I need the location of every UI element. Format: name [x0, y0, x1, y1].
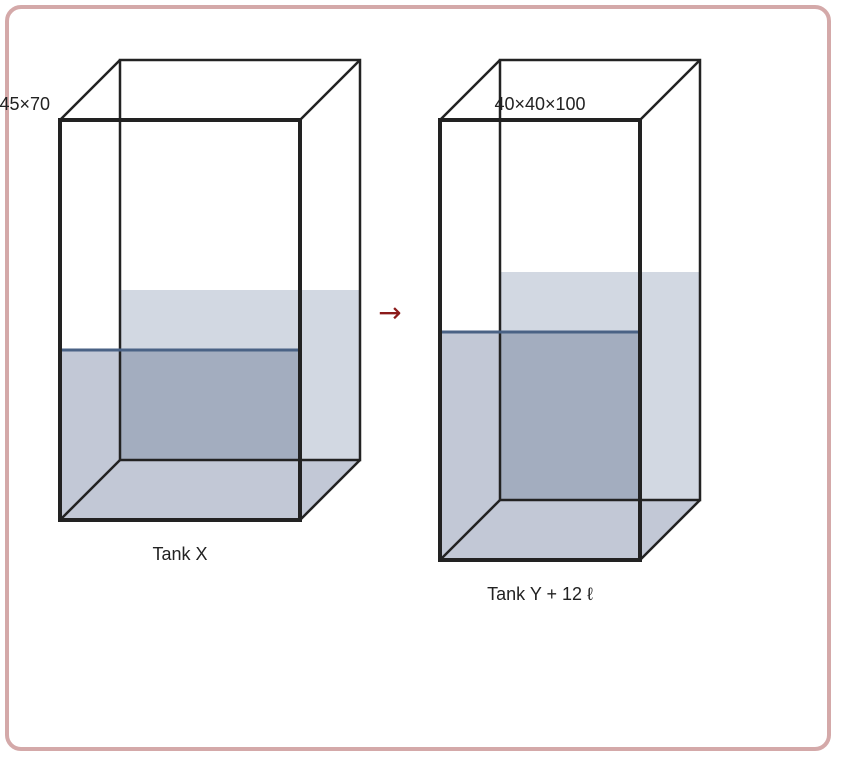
tank-x: 45×70 Tank X	[0, 58, 362, 564]
tank-y-caption: Tank Y + 12 ℓ	[487, 584, 593, 604]
tank-y-edge-br	[639, 499, 701, 561]
tank-x-front-face	[58, 118, 302, 522]
tank-y-water-overlap	[500, 332, 640, 500]
tank-x-dimension-label: 45×70	[0, 94, 50, 114]
tank-y-edge-tl	[439, 59, 501, 121]
tank-y-back-face	[498, 58, 702, 502]
tank-x-edge-br	[299, 459, 361, 521]
tank-y: 40×40×100 Tank Y + 12 ℓ	[438, 58, 702, 604]
tank-y-edge-bl	[439, 499, 501, 561]
tank-y-front-face	[438, 118, 642, 562]
tank-x-edge-tl	[59, 59, 121, 121]
tank-x-back-face	[118, 58, 362, 462]
transfer-arrow: →	[378, 296, 401, 329]
tank-x-caption: Tank X	[152, 544, 207, 564]
tank-y-edge-tr	[639, 59, 701, 121]
tank-x-edge-tr	[299, 59, 361, 121]
tank-x-water-overlap	[120, 350, 300, 460]
tank-y-dimension-label: 40×40×100	[494, 94, 585, 114]
tank-x-edge-bl	[59, 459, 121, 521]
